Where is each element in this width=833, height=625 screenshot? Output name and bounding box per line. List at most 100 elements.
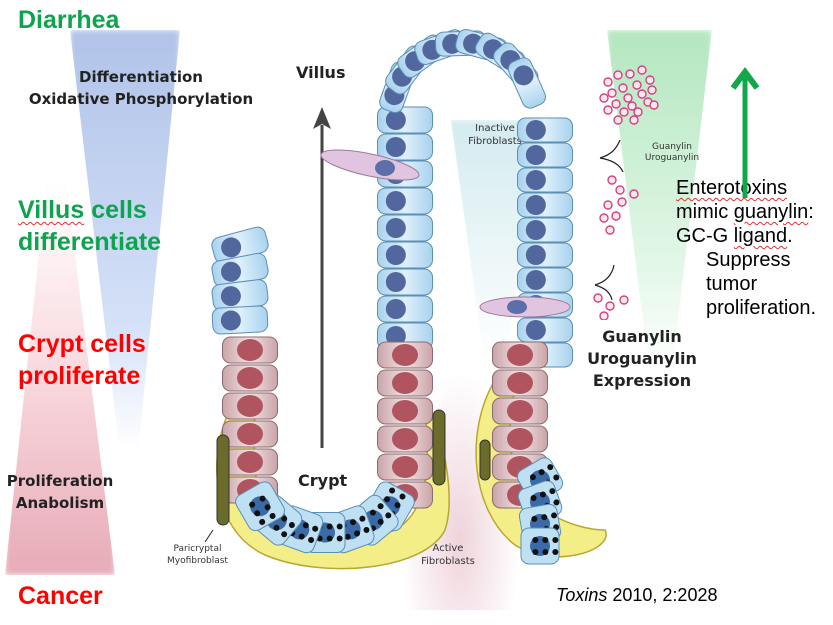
expression-line3: Expression xyxy=(592,371,692,390)
guanylin-granule xyxy=(605,301,615,311)
note-sub-line3: proliferation. xyxy=(706,297,817,319)
guanylin-expression-label: Guanylin Uroguanylin Expression xyxy=(582,326,702,392)
guanylin-granule xyxy=(603,200,613,210)
fibroblast-nucleus-1 xyxy=(375,160,395,176)
note-line3-start: GC-G xyxy=(676,225,734,247)
villus-cell xyxy=(517,317,573,343)
guanylin-granule xyxy=(629,115,639,125)
proliferation-label: Proliferation Anabolism xyxy=(0,470,120,514)
guanylin-granule xyxy=(599,311,609,320)
diarrhea-label: Diarrhea xyxy=(18,6,120,34)
guanylin-small-label: Guanylin Uroguanylin xyxy=(632,142,712,164)
crypt-to-villus-arrow-icon xyxy=(313,107,331,448)
paricryptal-line1: Paricryptal xyxy=(173,544,222,554)
inactive-fibroblasts-label: Inactive Fibroblasts xyxy=(455,122,535,148)
secretion-arrow-up-icon xyxy=(599,139,621,159)
note-line3-ligand: ligand xyxy=(733,225,788,247)
guanylin-granule xyxy=(599,93,609,103)
note-sub-line2: tumor xyxy=(706,273,758,295)
crypt-cell xyxy=(377,453,433,481)
note-line2-start: mimic xyxy=(676,201,734,223)
villus-cell xyxy=(517,267,573,293)
crypt-cell xyxy=(377,397,433,425)
guanylin-granule xyxy=(629,189,639,199)
guanylin-granule xyxy=(625,69,635,79)
guanylin-granule xyxy=(619,295,629,305)
citation: Toxins 2010, 2:2028 xyxy=(556,585,717,606)
guanylin-granule xyxy=(603,77,613,87)
active-fibroblasts-label: Active Fibroblasts xyxy=(408,542,488,568)
guanylin-small-line2: Uroguanylin xyxy=(644,153,700,163)
crypt-label: Crypt xyxy=(298,471,348,490)
secretion-arrow2-up-icon xyxy=(594,264,615,286)
guanylin-small-line1: Guanylin xyxy=(652,142,692,152)
crypt-cell xyxy=(492,369,548,397)
crypt-cells-line2: proliferate xyxy=(18,362,141,390)
guanylin-granule xyxy=(645,75,655,85)
epithelial-cells xyxy=(211,29,573,565)
guanylin-granule xyxy=(647,85,657,95)
myofibroblast-mid xyxy=(432,409,446,486)
guanylin-granule xyxy=(619,107,629,117)
crypt-cell xyxy=(222,448,278,476)
crypt-cell xyxy=(492,397,548,425)
secretion-arrow2-down-icon xyxy=(594,284,613,301)
crypt-cell xyxy=(377,425,433,453)
citation-rest: 2010, 2:2028 xyxy=(607,585,718,605)
villus-cell xyxy=(377,214,433,242)
expression-line1: Guanylin xyxy=(602,327,682,346)
guanylin-granule xyxy=(623,93,633,103)
guanylin-granule xyxy=(649,100,659,110)
villus-label: Villus xyxy=(296,63,346,82)
differentiation-line2: Oxidative Phosphorylation xyxy=(28,90,254,108)
crypt-cell xyxy=(222,364,278,392)
myofibroblast-right xyxy=(479,439,491,481)
guanylin-granule xyxy=(613,70,623,80)
villus-cell xyxy=(517,217,573,243)
fibroblast-spindle-1 xyxy=(320,149,420,181)
differentiation-line1: Differentiation xyxy=(79,68,203,86)
guanylin-granule xyxy=(613,115,623,125)
villus-cell xyxy=(377,106,433,134)
villus-word: Villus xyxy=(18,196,85,224)
proliferation-line1: Proliferation xyxy=(6,472,114,490)
villus-cells-rest: cells xyxy=(84,196,147,224)
villus-cell xyxy=(507,57,547,109)
guanylin-granule xyxy=(607,88,617,98)
expression-line2: Uroguanylin xyxy=(587,349,697,368)
note-line3-end: . xyxy=(787,225,793,247)
villus-cell xyxy=(377,187,433,215)
paneth-cell xyxy=(235,481,285,532)
active-line2: Fibroblasts xyxy=(421,556,475,567)
note-line1: Enterotoxins xyxy=(676,177,788,199)
guanylin-granule xyxy=(603,105,613,115)
guanylin-granule xyxy=(593,293,603,303)
differentiation-label: Differentiation Oxidative Phosphorylatio… xyxy=(16,66,266,110)
myofibroblast-left xyxy=(216,434,230,526)
note-sub-line1: Suppress xyxy=(706,249,791,271)
active-line1: Active xyxy=(432,543,464,554)
inactive-line1: Inactive xyxy=(475,123,515,134)
crypt-cell xyxy=(492,341,548,369)
paricryptal-label: Paricryptal Myofibroblast xyxy=(155,543,240,567)
citation-journal: Toxins xyxy=(556,585,608,605)
crypt-cell xyxy=(377,369,433,397)
crypt-cell xyxy=(222,392,278,420)
cancer-label: Cancer xyxy=(18,582,103,610)
guanylin-granule xyxy=(607,175,617,185)
guanylin-granule xyxy=(633,107,643,117)
crypt-cells-line1: Crypt cells xyxy=(18,330,146,358)
proliferation-line2: Anabolism xyxy=(15,494,105,512)
villus-cell xyxy=(211,305,269,335)
guanylin-granule xyxy=(637,65,647,75)
crypt-cell xyxy=(377,341,433,369)
note-line2-end: : xyxy=(808,201,814,223)
guanylin-granule xyxy=(611,99,621,109)
villus-cell xyxy=(517,167,573,193)
fibroblast-nucleus-2 xyxy=(507,300,527,314)
guanylin-granule xyxy=(627,101,637,111)
villus-cell xyxy=(377,295,433,323)
villus-cells-line2: differentiate xyxy=(18,228,162,256)
secretion-arrow-down-icon xyxy=(599,157,624,173)
inactive-line2: Fibroblasts xyxy=(468,136,522,147)
